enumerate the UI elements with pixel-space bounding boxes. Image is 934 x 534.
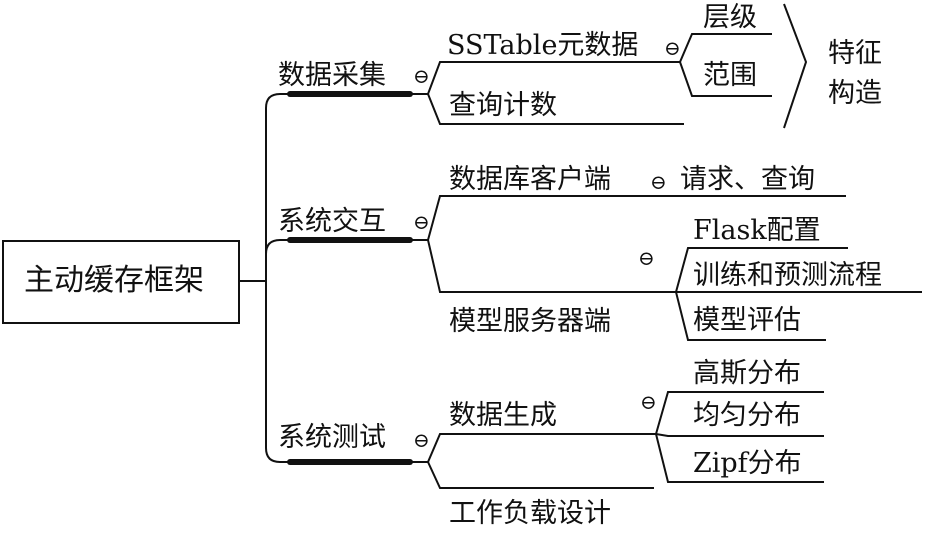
edge-gaussian <box>655 391 824 435</box>
edge-model-eval <box>675 291 826 341</box>
trunk-to-data-collection <box>265 93 288 281</box>
edge-zipf <box>655 433 824 483</box>
collapse-toggle-icon[interactable]: ⊖ <box>413 428 430 452</box>
branch-system-interaction[interactable]: 系统交互 <box>278 206 386 237</box>
annotation-feature-line2: 构造 <box>828 78 882 109</box>
node-level[interactable]: 层级 <box>703 2 757 33</box>
edge-uniform <box>655 433 824 437</box>
root-node-label: 主动缓存框架 <box>24 263 204 298</box>
node-model-server[interactable]: 模型服务器端 <box>449 306 611 337</box>
collapse-toggle-icon[interactable]: ⊖ <box>650 170 667 194</box>
node-query-count[interactable]: 查询计数 <box>449 90 557 121</box>
node-train-predict[interactable]: 训练和预测流程 <box>693 260 882 291</box>
edge-query-count <box>427 93 684 125</box>
node-workload-design[interactable]: 工作负载设计 <box>449 498 611 529</box>
feature-bracket <box>783 3 808 129</box>
collapse-toggle-icon[interactable]: ⊖ <box>413 64 430 88</box>
node-db-client[interactable]: 数据库客户端 <box>449 164 611 195</box>
annotation-feature-line1: 特征 <box>828 38 882 69</box>
edge-workload <box>427 461 654 489</box>
node-data-generation[interactable]: 数据生成 <box>449 400 557 431</box>
edge-flask <box>675 247 848 293</box>
edge-model-server <box>427 239 676 293</box>
edge-range <box>679 61 772 97</box>
node-gaussian[interactable]: 高斯分布 <box>693 358 801 389</box>
node-zipf[interactable]: Zipf分布 <box>693 448 802 479</box>
branch-system-test[interactable]: 系统测试 <box>278 422 386 453</box>
collapse-toggle-icon[interactable]: ⊖ <box>413 210 430 234</box>
node-model-eval[interactable]: 模型评估 <box>693 305 801 336</box>
node-flask-config[interactable]: Flask配置 <box>693 215 821 246</box>
root-node-box[interactable] <box>2 240 240 324</box>
branch-data-collection[interactable]: 数据采集 <box>278 60 386 91</box>
edge-sstable <box>412 61 680 95</box>
node-sstable-metadata[interactable]: SSTable元数据 <box>447 30 639 61</box>
node-request-query[interactable]: 请求、查询 <box>680 164 815 195</box>
collapse-toggle-icon[interactable]: ⊖ <box>664 36 681 60</box>
node-range[interactable]: 范围 <box>703 60 757 91</box>
collapse-toggle-icon[interactable]: ⊖ <box>640 390 657 414</box>
trunk-to-system-interaction <box>265 239 288 281</box>
trunk-to-system-test <box>265 281 288 463</box>
edge-db-client <box>412 195 846 241</box>
collapse-toggle-icon[interactable]: ⊖ <box>638 246 655 270</box>
node-uniform[interactable]: 均匀分布 <box>693 400 801 431</box>
edge-level <box>679 33 772 63</box>
edge-data-gen <box>412 433 656 463</box>
